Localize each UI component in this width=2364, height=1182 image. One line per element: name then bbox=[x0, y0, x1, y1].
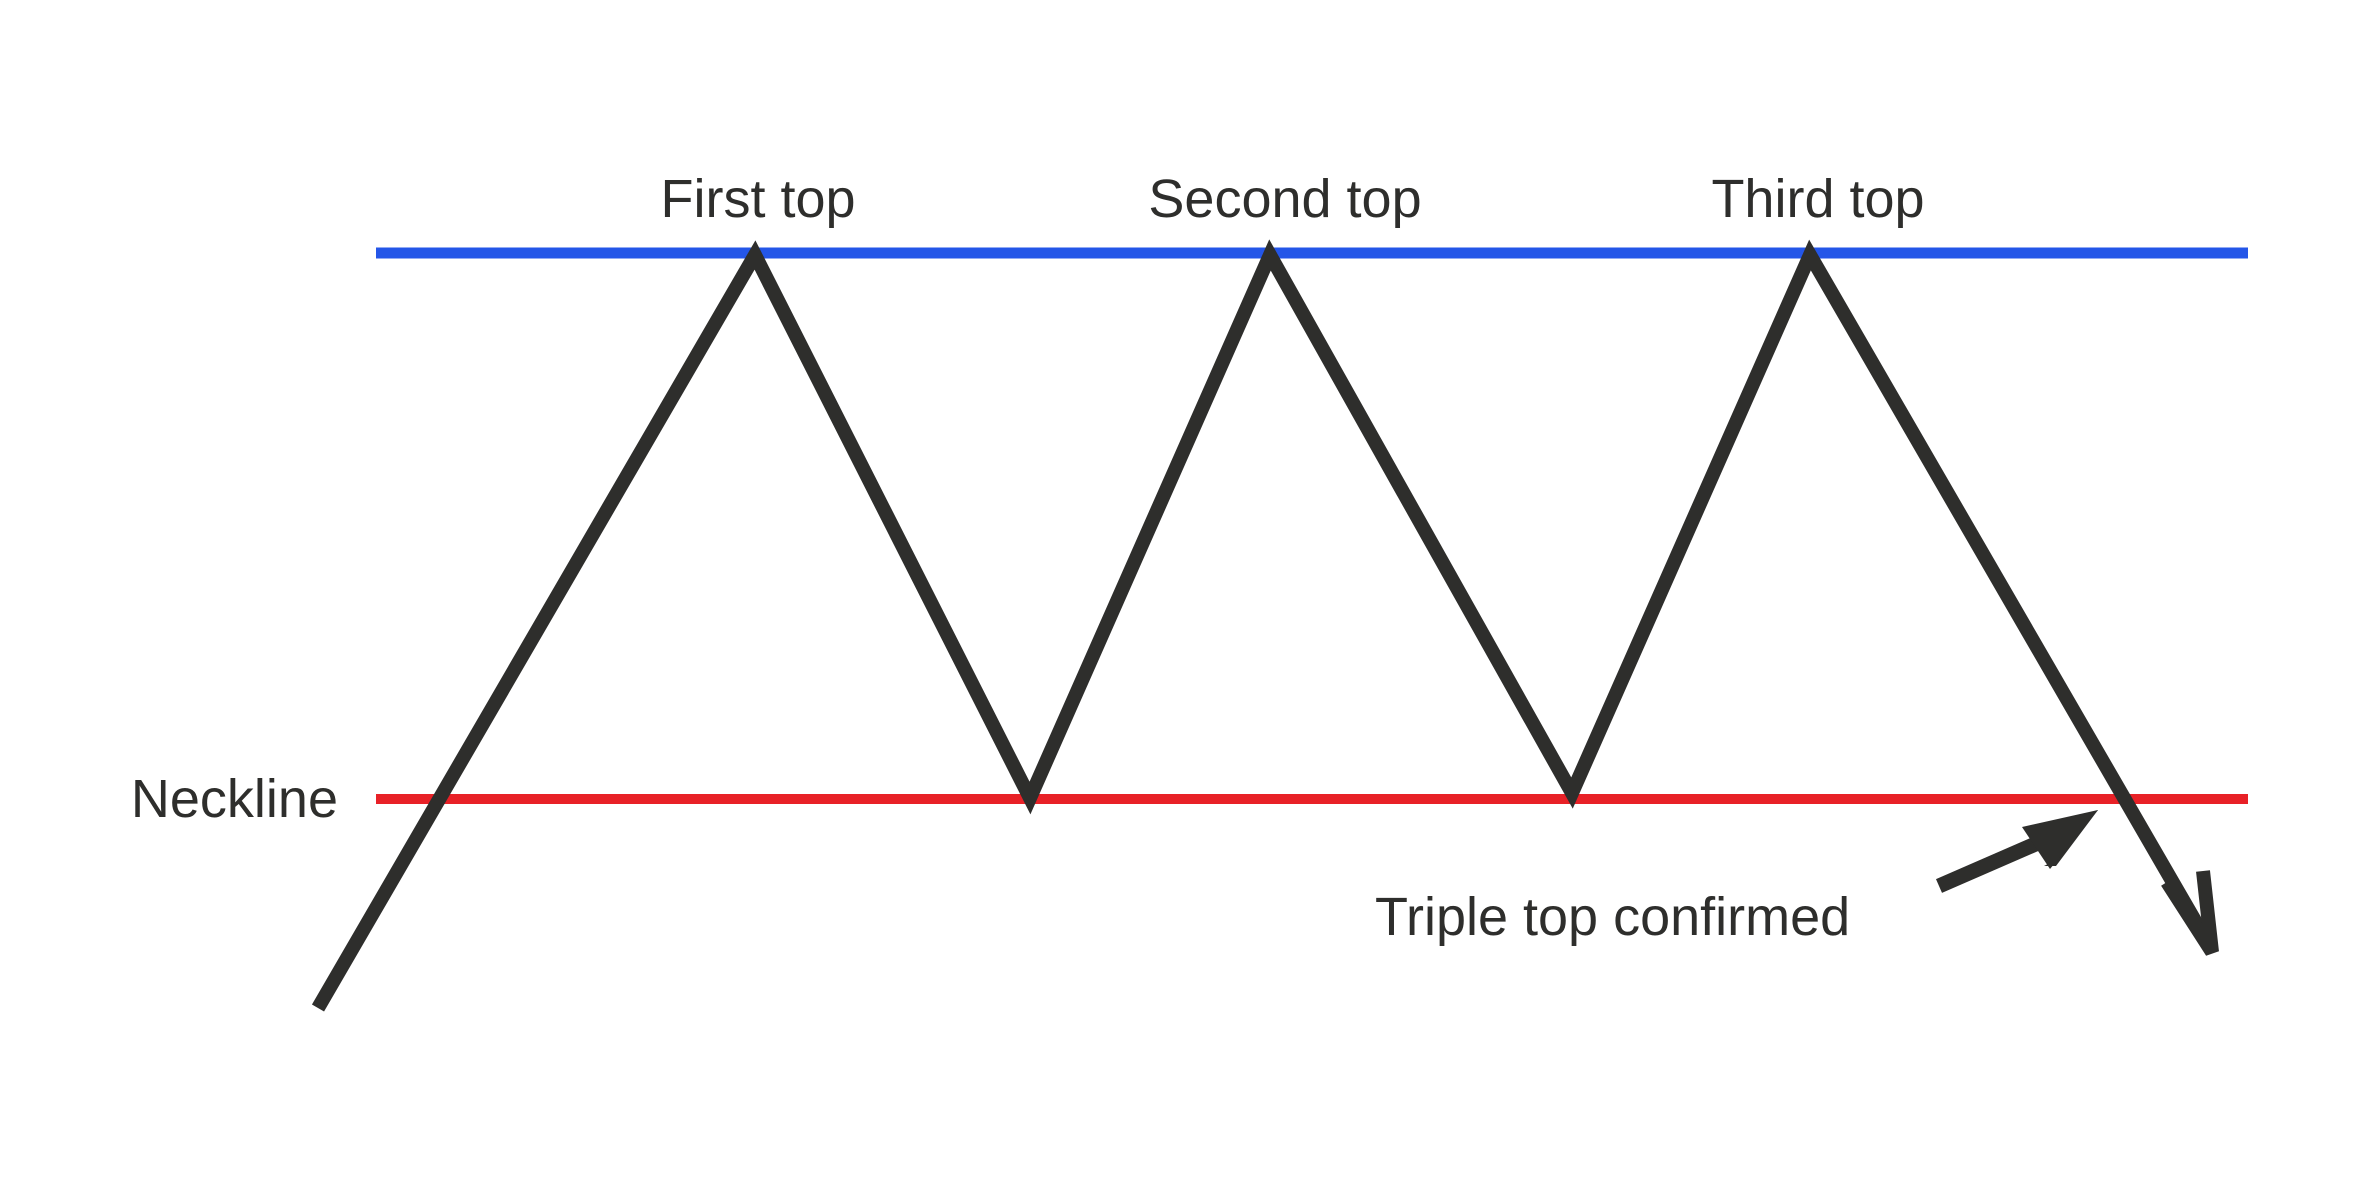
label-neckline: Neckline bbox=[130, 769, 338, 829]
price-action-line bbox=[311, 239, 2219, 1012]
label-third-top: Third top bbox=[1711, 169, 1925, 229]
downtrend-arrowhead-icon bbox=[2161, 870, 2219, 956]
label-second-top: Second top bbox=[1148, 169, 1422, 229]
label-breakout-confirmed: Triple top confirmed bbox=[1375, 887, 1851, 947]
breakout-pointer-arrow bbox=[1936, 810, 2098, 893]
label-first-top: First top bbox=[660, 169, 856, 229]
